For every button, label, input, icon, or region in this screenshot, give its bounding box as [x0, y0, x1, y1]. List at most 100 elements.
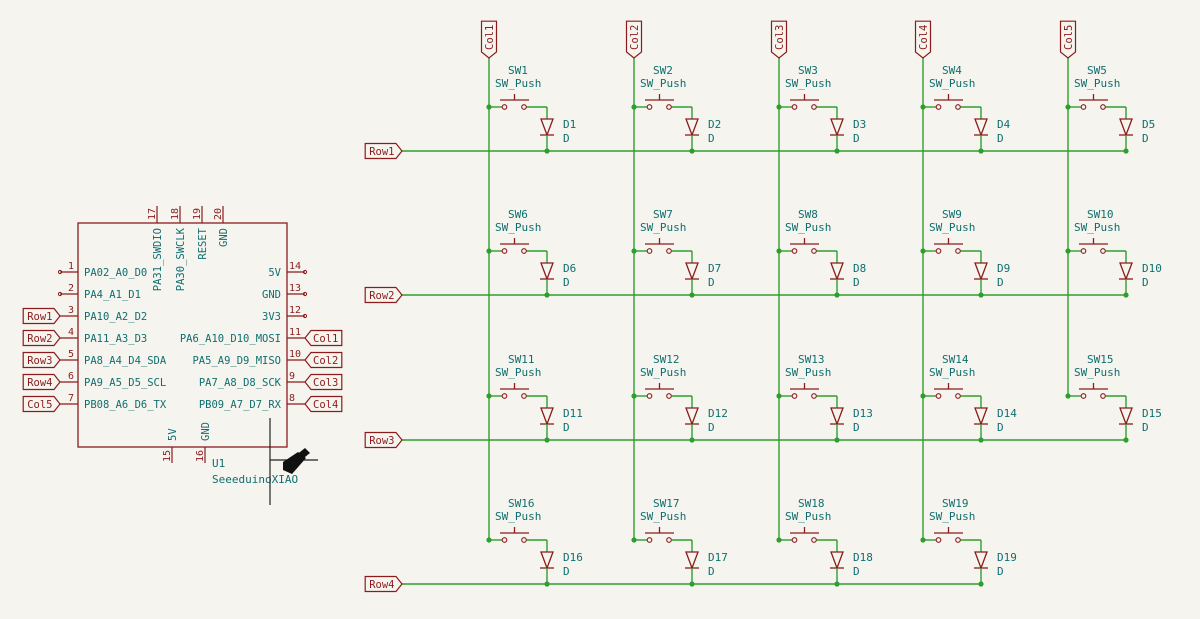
switch-value: SW_Push	[495, 77, 541, 90]
diode-value: D	[1142, 132, 1149, 145]
push-switch[interactable]	[631, 527, 693, 552]
diode[interactable]	[685, 262, 699, 298]
push-switch[interactable]	[776, 94, 838, 119]
column-label-col1[interactable]: Col1	[480, 20, 498, 59]
push-switch[interactable]	[1065, 238, 1127, 263]
diode[interactable]	[830, 118, 844, 154]
diode[interactable]	[540, 407, 554, 443]
push-switch[interactable]	[920, 383, 982, 408]
diode[interactable]	[974, 118, 988, 154]
diode[interactable]	[540, 262, 554, 298]
push-switch[interactable]	[920, 238, 982, 263]
switch-reference: SW7	[653, 208, 673, 221]
diode-value: D	[708, 276, 715, 289]
global-label-row1[interactable]: Row1	[22, 307, 61, 325]
row-label-row2[interactable]: Row2	[364, 286, 403, 304]
diode[interactable]	[830, 262, 844, 298]
push-switch[interactable]	[486, 383, 548, 408]
push-switch[interactable]	[776, 383, 838, 408]
diode-reference: D5	[1142, 118, 1155, 131]
label-text: Row4	[369, 579, 394, 591]
global-label-col4[interactable]: Col4	[304, 395, 343, 413]
diode-value: D	[997, 421, 1004, 434]
mcu-symbol[interactable]: 1PA02_A0_D02PA4_A1_D13PA10_A2_D2Row14PA1…	[22, 206, 343, 486]
diode[interactable]	[685, 118, 699, 154]
push-switch[interactable]	[486, 94, 548, 119]
column-label-col4[interactable]: Col4	[914, 20, 932, 59]
global-label-row2[interactable]: Row2	[22, 329, 61, 347]
junction-dot	[776, 248, 782, 254]
mcu-body	[77, 222, 288, 448]
junction-dot	[834, 148, 840, 154]
diode-value: D	[563, 276, 570, 289]
diode[interactable]	[830, 551, 844, 587]
switch-reference: SW11	[508, 353, 535, 366]
pin-name: PA31_SWDIO	[152, 228, 164, 291]
pin-name: PA7_A8_D8_SCK	[199, 377, 282, 389]
push-switch[interactable]	[1065, 383, 1127, 408]
global-label-col5[interactable]: Col5	[22, 395, 61, 413]
pin-number: 1	[68, 261, 74, 272]
row-label-row4[interactable]: Row4	[364, 575, 403, 593]
row-label-row1[interactable]: Row1	[364, 142, 403, 160]
push-switch[interactable]	[776, 527, 838, 552]
junction-dot	[776, 104, 782, 110]
switch-reference: SW15	[1087, 353, 1114, 366]
diode[interactable]	[685, 551, 699, 587]
global-label-col1[interactable]: Col1	[304, 329, 343, 347]
global-label-col3[interactable]: Col3	[304, 373, 343, 391]
diode[interactable]	[1119, 407, 1133, 443]
global-label-row4[interactable]: Row4	[22, 373, 61, 391]
switch-value: SW_Push	[929, 366, 975, 379]
push-switch[interactable]	[776, 238, 838, 263]
switch-reference: SW14	[942, 353, 969, 366]
column-label-col3[interactable]: Col3	[770, 20, 788, 59]
switch-value: SW_Push	[785, 77, 831, 90]
diode[interactable]	[540, 551, 554, 587]
diode[interactable]	[540, 118, 554, 154]
diode[interactable]	[1119, 118, 1133, 154]
column-label-col2[interactable]: Col2	[625, 20, 643, 59]
push-switch[interactable]	[920, 94, 982, 119]
diode[interactable]	[1119, 262, 1133, 298]
label-text: Col3	[774, 25, 786, 50]
switch-reference: SW10	[1087, 208, 1114, 221]
diode[interactable]	[685, 407, 699, 443]
push-switch[interactable]	[631, 238, 693, 263]
push-switch[interactable]	[486, 238, 548, 263]
diode[interactable]	[974, 262, 988, 298]
push-switch[interactable]	[631, 94, 693, 119]
diode[interactable]	[974, 407, 988, 443]
diode[interactable]	[830, 407, 844, 443]
diode[interactable]	[974, 551, 988, 587]
push-switch[interactable]	[1065, 94, 1127, 119]
junction-dot	[920, 393, 926, 399]
push-switch[interactable]	[486, 527, 548, 552]
push-switch[interactable]	[920, 527, 982, 552]
global-label-row3[interactable]: Row3	[22, 351, 61, 369]
row-label-row3[interactable]: Row3	[364, 431, 403, 449]
pin-name: PA5_A9_D9_MISO	[192, 355, 281, 367]
global-label-col2[interactable]: Col2	[304, 351, 343, 369]
column-label-col5[interactable]: Col5	[1059, 20, 1077, 59]
push-switch[interactable]	[631, 383, 693, 408]
